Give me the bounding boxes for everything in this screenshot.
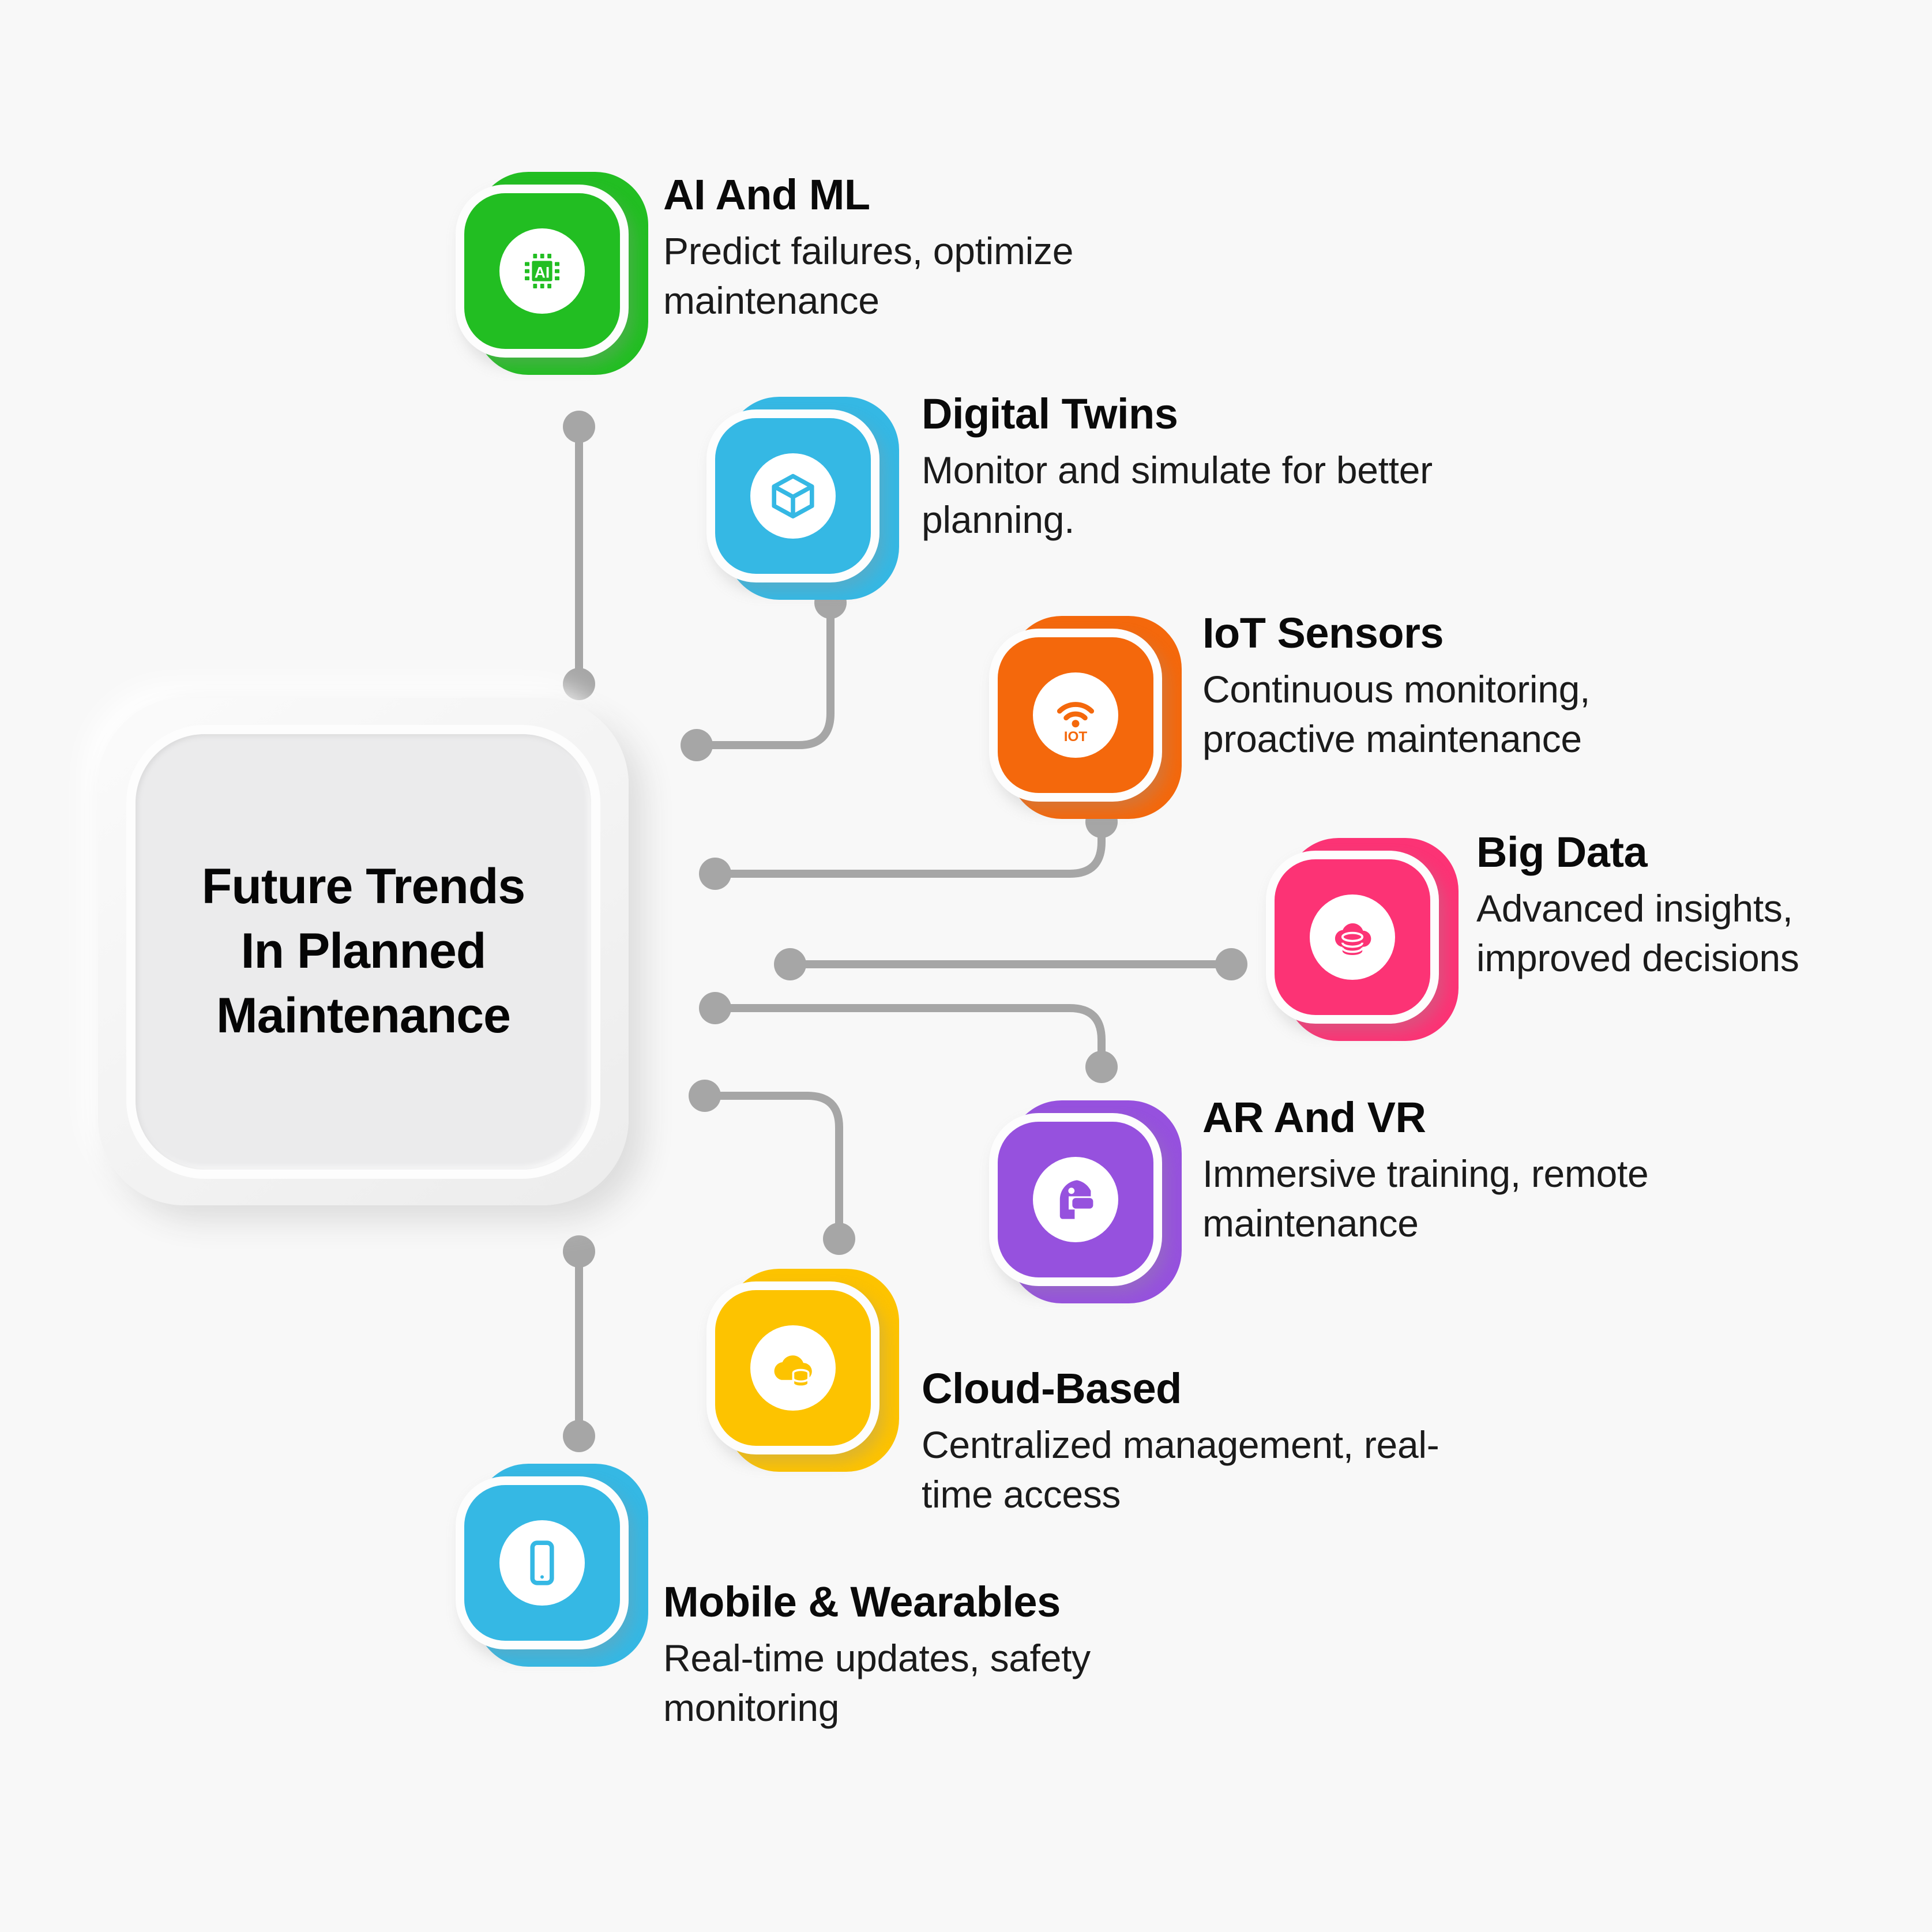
node-ai-and-ml[interactable]: AI: [456, 172, 648, 375]
badge-front: [1266, 851, 1439, 1024]
node-description: Centralized management, real- time acces…: [922, 1423, 1439, 1516]
node-description: Predict failures, optimize maintenance: [663, 229, 1074, 322]
node-big-data[interactable]: [1266, 838, 1459, 1041]
connector-digital-twins: [693, 599, 835, 749]
page-title: Future Trends In Planned Maintenance: [201, 859, 525, 1043]
node-iot-sensors[interactable]: IOT: [989, 616, 1182, 819]
node-title: Digital Twins: [922, 390, 1178, 438]
badge-mobile-and-wearables[interactable]: [456, 1464, 648, 1667]
badge-ai-and-ml[interactable]: AI: [456, 172, 648, 375]
badge-disc: [750, 453, 836, 539]
cloud-storage-icon: [774, 1355, 812, 1388]
text-cloud-based: Cloud-Based Centralized management, real…: [922, 1365, 1585, 1520]
node-title: Mobile & Wearables: [663, 1578, 1061, 1626]
node-description: Continuous monitoring, proactive mainten…: [1202, 667, 1591, 760]
node-mobile-and-wearables[interactable]: [456, 1464, 648, 1667]
text-mobile-and-wearables: Mobile & Wearables Real-time updates, sa…: [663, 1580, 1298, 1733]
badge-iot-sensors[interactable]: IOT: [989, 616, 1182, 819]
connector-iot: [711, 818, 1106, 878]
badge-front: [706, 1281, 879, 1454]
text-ai-and-ml: AI And ML Predict failures, optimize mai…: [663, 171, 1240, 326]
central-hub-inner: Future Trends In Planned Maintenance: [136, 734, 591, 1170]
node-ar-and-vr[interactable]: [989, 1100, 1182, 1303]
badge-front: IOT: [989, 629, 1162, 802]
svg-text:AI: AI: [535, 264, 550, 281]
badge-disc: [499, 1520, 585, 1606]
connector-cloud: [701, 1092, 843, 1243]
badge-disc: AI: [499, 228, 585, 314]
text-ar-and-vr: AR And VR Immersive training, remote mai…: [1202, 1093, 1848, 1249]
badge-disc: IOT: [1033, 672, 1118, 758]
text-iot-sensors: IoT Sensors Continuous monitoring, proac…: [1202, 611, 1814, 764]
ai-chip-icon: AI: [525, 254, 559, 288]
text-digital-twins: Digital Twins Monitor and simulate for b…: [922, 392, 1602, 545]
cube-3d-icon: [772, 473, 814, 518]
node-title: AR And VR: [1202, 1093, 1426, 1141]
text-big-data: Big Data Advanced insights, improved dec…: [1476, 830, 1932, 983]
node-title: Cloud-Based: [922, 1365, 1182, 1412]
node-title: AI And ML: [663, 171, 870, 219]
badge-front: [989, 1113, 1162, 1286]
node-description: Real-time updates, safety monitoring: [663, 1636, 1091, 1729]
connector-ar-vr: [711, 1004, 1106, 1071]
vr-headset-icon: [1059, 1180, 1093, 1219]
node-description: Advanced insights, improved decisions: [1476, 886, 1799, 979]
badge-big-data[interactable]: [1266, 838, 1459, 1041]
node-description: Monitor and simulate for better planning…: [922, 448, 1433, 541]
badge-disc: [750, 1325, 836, 1411]
badge-disc: [1033, 1157, 1118, 1242]
cloud-database-icon: [1335, 923, 1371, 955]
node-title: Big Data: [1476, 828, 1648, 876]
badge-digital-twins[interactable]: [706, 397, 899, 600]
node-cloud-based[interactable]: [706, 1269, 899, 1472]
node-title: IoT Sensors: [1202, 609, 1444, 657]
badge-ar-and-vr[interactable]: [989, 1100, 1182, 1303]
node-description: Immersive training, remote maintenance: [1202, 1152, 1649, 1245]
smartphone-icon: [530, 1540, 554, 1585]
central-hub-card[interactable]: Future Trends In Planned Maintenance: [98, 698, 629, 1205]
badge-front: [456, 1476, 629, 1649]
badge-disc: [1310, 894, 1395, 980]
badge-front: [706, 409, 879, 582]
badge-front: AI: [456, 185, 629, 358]
iot-wifi-icon: IOT: [1057, 702, 1095, 745]
iot-icon-label: IOT: [1064, 729, 1088, 745]
node-digital-twins[interactable]: [706, 397, 899, 600]
badge-cloud-based[interactable]: [706, 1269, 899, 1472]
